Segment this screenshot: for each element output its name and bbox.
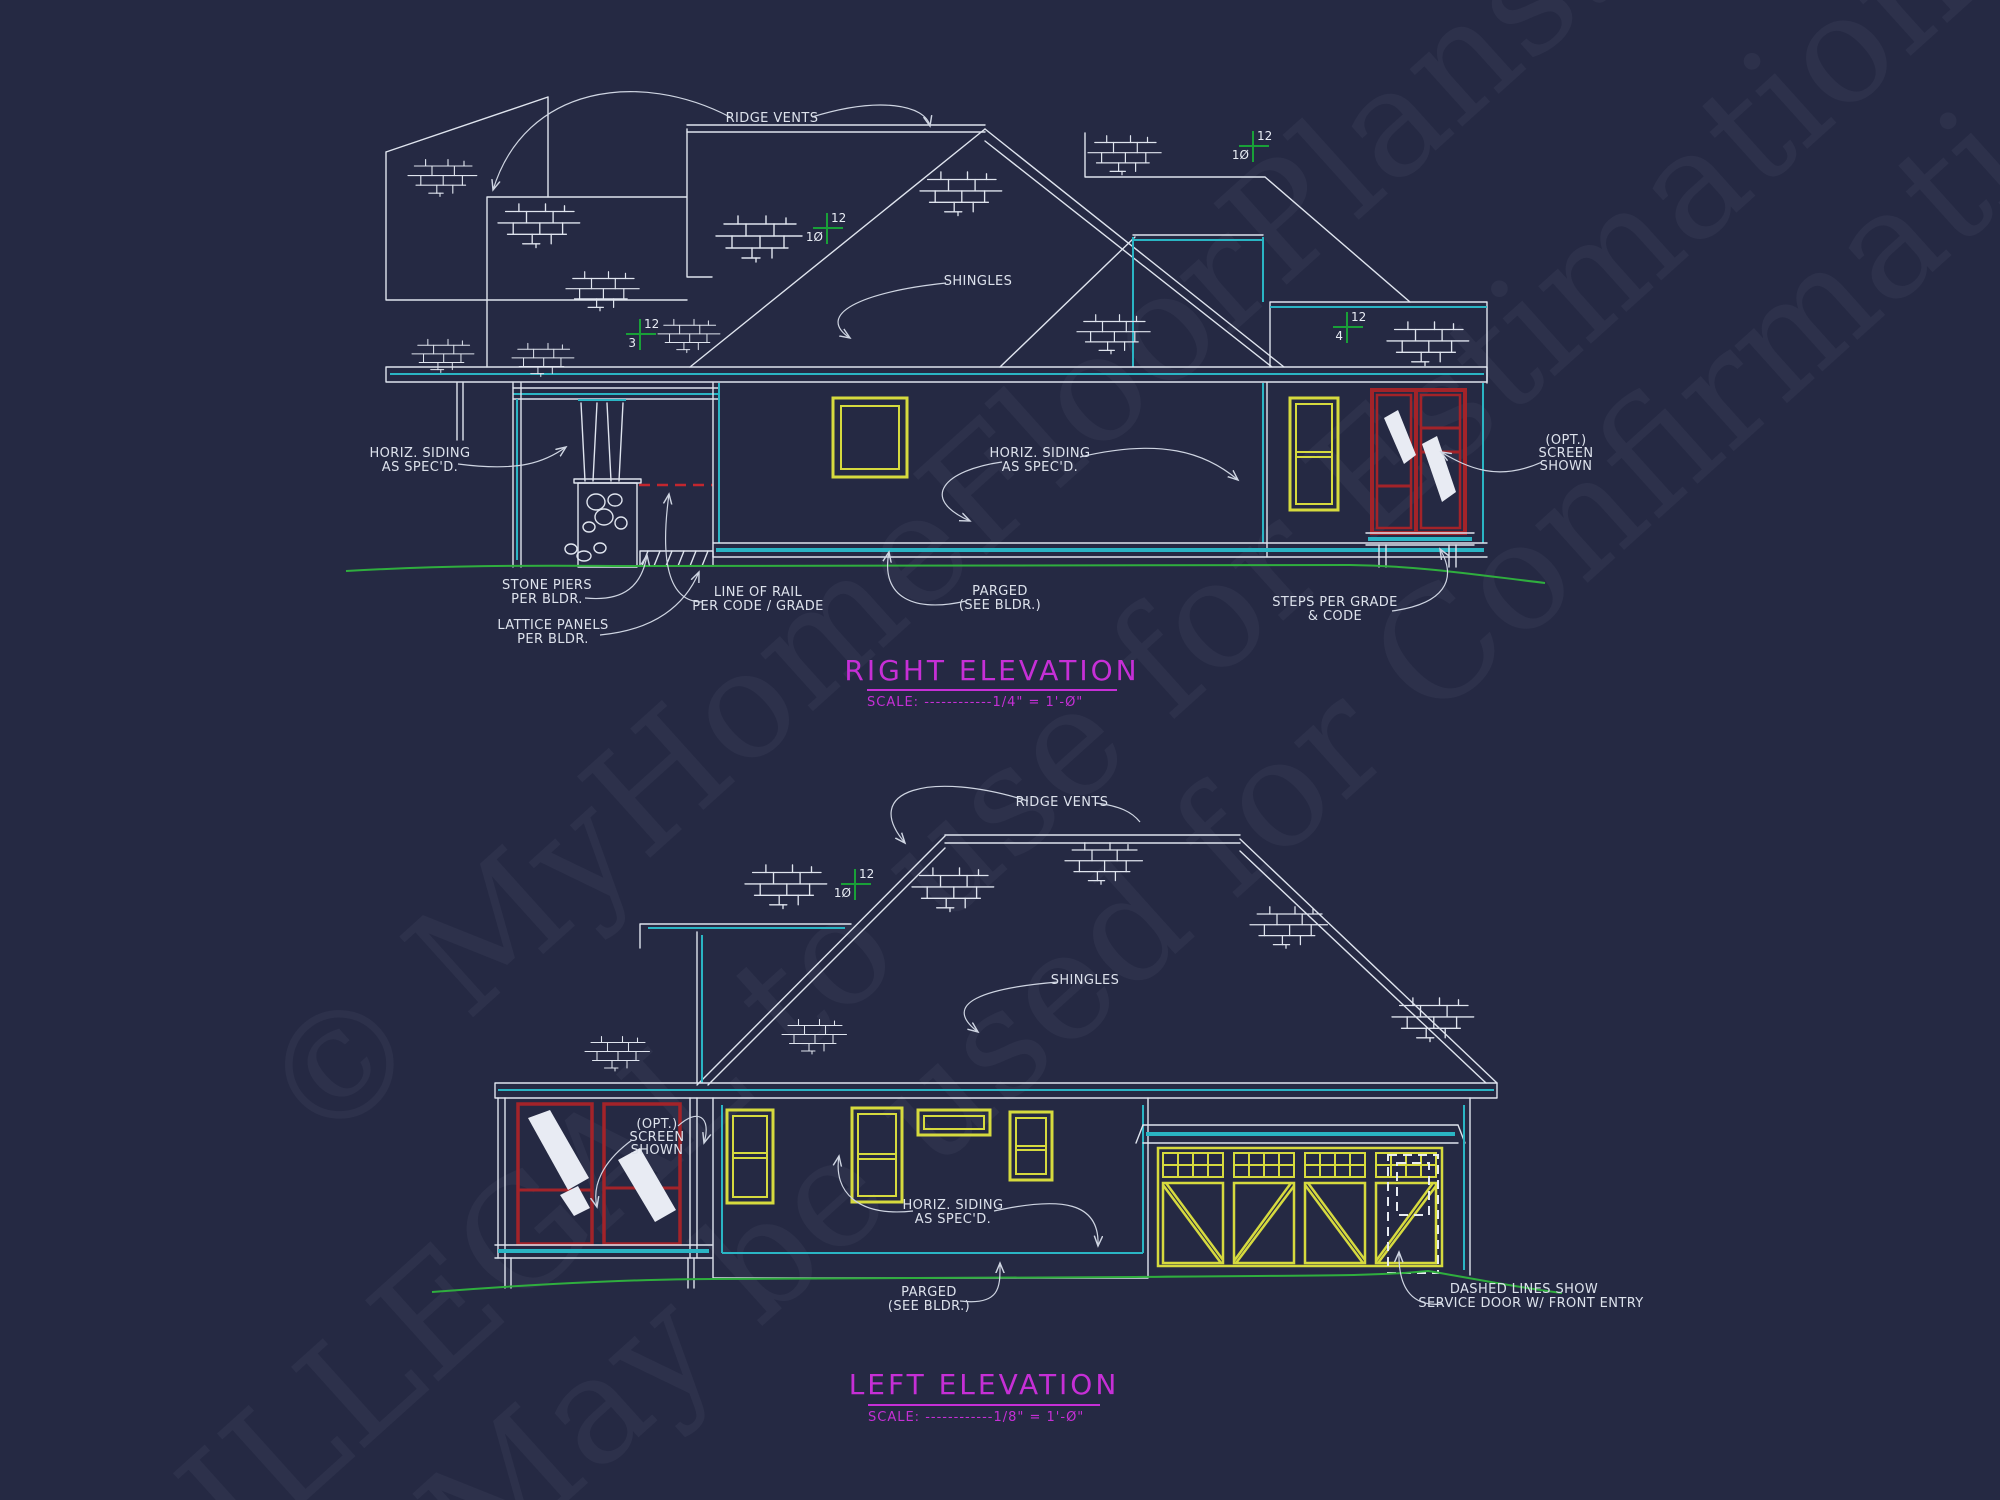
label-opt-screen: SCREEN bbox=[630, 1130, 685, 1145]
pitch-run: 1Ø bbox=[1232, 148, 1249, 162]
label-ridge-vents: RIDGE VENTS bbox=[1016, 795, 1109, 810]
window-right bbox=[1288, 396, 1340, 512]
watermark: © MyHomeFloorPlans.com ILLEGAL to use fo… bbox=[148, 0, 2000, 1500]
pitch-rise: 12 bbox=[1351, 310, 1366, 324]
pitch-rise: 12 bbox=[1257, 129, 1272, 143]
pitch-run: 4 bbox=[1335, 329, 1343, 343]
left-elevation-title-block: LEFT ELEVATION SCALE: ------------1/8" =… bbox=[849, 1368, 1120, 1425]
label-horiz-siding: HORIZ. SIDING bbox=[903, 1198, 1004, 1213]
garage bbox=[1135, 1097, 1471, 1276]
label-horiz-siding-left: HORIZ. SIDING bbox=[370, 446, 471, 461]
left-elevation-title: LEFT ELEVATION bbox=[849, 1368, 1120, 1401]
label-shingles: SHINGLES bbox=[944, 274, 1013, 289]
label-steps-per-grade: STEPS PER GRADE bbox=[1272, 595, 1398, 610]
label-opt-screen: SCREEN bbox=[1539, 446, 1594, 461]
label-line-of-rail: LINE OF RAIL bbox=[714, 585, 803, 600]
window-transom bbox=[916, 1108, 992, 1137]
service-door-dashed-inner bbox=[1396, 1162, 1430, 1216]
label-lattice-panels: LATTICE PANELS bbox=[497, 618, 608, 633]
right-elevation-title: RIGHT ELEVATION bbox=[844, 654, 1139, 687]
left-elevation-screened-porch bbox=[494, 1097, 713, 1289]
label-horiz-siding-mid: HORIZ. SIDING bbox=[990, 446, 1091, 461]
label-horiz-siding-mid: AS SPEC'D. bbox=[1002, 460, 1078, 475]
right-elevation-walls bbox=[712, 382, 1488, 568]
right-elevation-scale: SCALE: ------------1/4" = 1'-Ø" bbox=[867, 695, 1083, 710]
left-elevation-scale: SCALE: ------------1/8" = 1'-Ø" bbox=[868, 1410, 1084, 1425]
screen-glare bbox=[618, 1148, 676, 1222]
label-horiz-siding-left: AS SPEC'D. bbox=[382, 460, 458, 475]
left-elevation-labels: RIDGE VENTS SHINGLES (OPT.) SCREEN SHOWN… bbox=[596, 785, 1643, 1314]
label-steps-per-grade: & CODE bbox=[1308, 609, 1362, 624]
label-parged: PARGED bbox=[901, 1285, 957, 1300]
window-main bbox=[831, 396, 909, 479]
pitch-marker: 12 1Ø bbox=[834, 867, 874, 900]
lattice-panel bbox=[639, 550, 714, 567]
pitch-run: 3 bbox=[628, 336, 636, 350]
label-opt-screen: (OPT.) bbox=[1545, 433, 1586, 448]
right-elevation-porch bbox=[456, 382, 719, 568]
label-shingles: SHINGLES bbox=[1051, 973, 1120, 988]
label-parged: (SEE BLDR.) bbox=[959, 598, 1041, 613]
pitch-rise: 12 bbox=[859, 867, 874, 881]
screen-glare bbox=[560, 1186, 590, 1216]
stone-pier-rocks bbox=[564, 493, 628, 562]
pitch-run: 1Ø bbox=[834, 886, 851, 900]
label-dashed-lines: SERVICE DOOR W/ FRONT ENTRY bbox=[1418, 1296, 1643, 1311]
label-horiz-siding: AS SPEC'D. bbox=[915, 1212, 991, 1227]
watermark-line-2: ILLEGAL to use for Estimations bbox=[148, 0, 2000, 1500]
glass-glare bbox=[1422, 436, 1456, 502]
label-parged: (SEE BLDR.) bbox=[888, 1299, 970, 1314]
label-lattice-panels: PER BLDR. bbox=[517, 632, 589, 647]
left-elevation-roof: 12 1Ø bbox=[494, 834, 1498, 1099]
pitch-marker-center: 12 1Ø bbox=[806, 211, 846, 244]
right-elevation-title-block: RIGHT ELEVATION SCALE: ------------1/4" … bbox=[844, 654, 1139, 710]
right-elevation-drawing: 12 1Ø 12 1Ø 12 3 12 4 bbox=[345, 91, 1594, 710]
screen-door bbox=[1370, 388, 1467, 535]
window-2 bbox=[850, 1106, 904, 1204]
right-elevation-roof: 12 1Ø 12 1Ø 12 3 12 4 bbox=[385, 96, 1488, 384]
screen-glare bbox=[528, 1110, 589, 1190]
label-opt-screen: SHOWN bbox=[631, 1143, 684, 1158]
pitch-marker-left: 12 3 bbox=[626, 317, 659, 350]
label-stone-piers: STONE PIERS bbox=[502, 578, 592, 593]
pitch-rise: 12 bbox=[831, 211, 846, 225]
screen-door-sill-steps bbox=[1365, 532, 1475, 568]
label-stone-piers: PER BLDR. bbox=[511, 592, 583, 607]
grade-line bbox=[345, 563, 1546, 584]
right-elevation-labels: RIDGE VENTS SHINGLES HORIZ. SIDING AS SP… bbox=[370, 91, 1594, 647]
label-opt-screen: SHOWN bbox=[1540, 459, 1593, 474]
pitch-run: 1Ø bbox=[806, 230, 823, 244]
service-door-dashed bbox=[1387, 1154, 1439, 1274]
window-1 bbox=[725, 1108, 775, 1205]
pitch-marker-right-wing: 12 4 bbox=[1333, 310, 1366, 343]
left-elevation-drawing: 12 1Ø bbox=[431, 785, 1643, 1425]
window-4 bbox=[1008, 1110, 1054, 1182]
grade-line bbox=[431, 1269, 1563, 1294]
pitch-marker-upper-right: 12 1Ø bbox=[1232, 129, 1272, 162]
label-opt-screen: (OPT.) bbox=[636, 1117, 677, 1132]
stone-pier bbox=[577, 482, 638, 568]
pitch-rise: 12 bbox=[644, 317, 659, 331]
left-elevation-walls bbox=[712, 1097, 1149, 1279]
label-parged: PARGED bbox=[972, 584, 1028, 599]
label-dashed-lines: DASHED LINES SHOW bbox=[1450, 1282, 1598, 1297]
label-ridge-vents: RIDGE VENTS bbox=[726, 111, 819, 126]
label-line-of-rail: PER CODE / GRADE bbox=[692, 599, 824, 614]
glass-glare bbox=[1384, 410, 1416, 464]
garage-door bbox=[1156, 1146, 1444, 1274]
